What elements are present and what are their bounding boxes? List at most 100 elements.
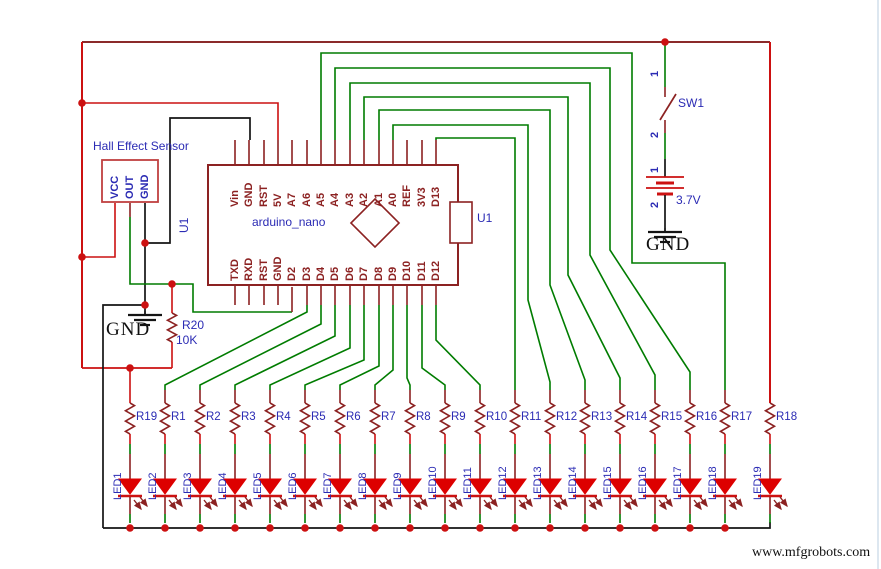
led-arrow: [419, 496, 428, 508]
led-triangle: [503, 478, 527, 495]
ground-symbol-right: [648, 228, 682, 244]
resistor-label-R2: R2: [206, 411, 221, 423]
led-triangle: [468, 478, 492, 495]
ground-wires: [102, 117, 771, 529]
led-label-LED2: LED2: [147, 472, 159, 500]
resistor-label-R5: R5: [311, 411, 326, 423]
arduino-nano[interactable]: [207, 164, 473, 286]
switch-SW1[interactable]: [659, 42, 677, 159]
ground-right-label: GND: [646, 234, 691, 255]
led-triangle: [118, 478, 142, 495]
led-arrow: [413, 499, 422, 511]
junction-dot: [616, 524, 624, 532]
arduino-top-pin-A0: A0: [387, 192, 399, 207]
arduino-bottom-pin-D12: D12: [430, 260, 442, 281]
usb-connector: [449, 201, 473, 244]
resistor-label-R10: R10: [486, 411, 508, 423]
column-LED4[interactable]: [223, 390, 253, 532]
junction-dot: [511, 524, 519, 532]
junction-dot: [546, 524, 554, 532]
column-LED13[interactable]: [538, 390, 568, 532]
battery-3v7[interactable]: [646, 159, 684, 228]
led-triangle: [293, 478, 317, 495]
junction-dot: [141, 301, 149, 309]
led-arrow: [664, 496, 673, 508]
column-LED1[interactable]: [118, 402, 148, 532]
column-LED11[interactable]: [468, 390, 498, 532]
arduino-bottom-pin-D10: D10: [401, 260, 413, 281]
led-triangle: [433, 478, 457, 495]
led-triangle: [713, 478, 737, 495]
arduino-top-pin-A7: A7: [286, 192, 298, 207]
led-arrow: [448, 499, 457, 511]
junction-dot: [126, 364, 134, 372]
led-arrow: [314, 496, 323, 508]
led-arrow: [238, 499, 247, 511]
junction-dot: [581, 524, 589, 532]
junction-dot: [476, 524, 484, 532]
column-LED3[interactable]: [188, 390, 218, 532]
junction-dot: [406, 524, 414, 532]
led-arrow: [524, 496, 533, 508]
hall-effect-sensor[interactable]: [101, 159, 159, 203]
led-arrow: [349, 496, 358, 508]
page-edge: [877, 0, 879, 569]
junction-dot: [336, 524, 344, 532]
column-LED10[interactable]: [433, 390, 463, 532]
led-arrow: [629, 496, 638, 508]
power-rails: [81, 41, 771, 403]
led-arrow: [168, 499, 177, 511]
led-label-LED4: LED4: [217, 472, 229, 500]
led-triangle: [223, 478, 247, 495]
pullup-resistor-R20[interactable]: [165, 312, 179, 343]
hall-sensor-label: Hall Effect Sensor: [93, 139, 189, 153]
chip-icon: [349, 197, 401, 249]
arduino-top-pin-A6: A6: [301, 192, 313, 207]
hall-out-wire: [129, 203, 293, 313]
column-LED17[interactable]: [678, 390, 708, 532]
led-triangle: [608, 478, 632, 495]
column-LED2[interactable]: [153, 390, 183, 532]
junction-dot: [168, 280, 176, 288]
column-LED18[interactable]: [713, 390, 743, 532]
resistor-label-R7: R7: [381, 411, 396, 423]
led-arrow: [699, 496, 708, 508]
led-label-LED13: LED13: [532, 466, 544, 500]
column-LED15[interactable]: [608, 390, 638, 532]
led-label-LED8: LED8: [357, 472, 369, 500]
column-LED9[interactable]: [398, 390, 428, 532]
arduino-label: arduino_nano: [252, 215, 326, 229]
junction-dot: [371, 524, 379, 532]
column-LED8[interactable]: [363, 390, 393, 532]
column-LED12[interactable]: [503, 390, 533, 532]
arduino-bottom-pin-D11: D11: [416, 261, 428, 281]
junction-dot: [196, 524, 204, 532]
column-LED19[interactable]: [758, 402, 788, 523]
resistor-label-R11: R11: [521, 411, 542, 423]
resistor-label-R6: R6: [346, 411, 361, 423]
led-arrow: [483, 499, 492, 511]
led-arrow: [133, 499, 142, 511]
led-label-LED14: LED14: [567, 466, 579, 500]
junction-dot: [651, 524, 659, 532]
arduino-bottom-pin-RST: RST: [258, 259, 270, 281]
resistor-label-R18: R18: [776, 411, 798, 423]
hall-pin-OUT: OUT: [124, 175, 136, 199]
arduino-top-pin-A5: A5: [315, 192, 327, 207]
led-arrow: [279, 496, 288, 508]
column-LED7[interactable]: [328, 390, 358, 532]
resistor-label-R4: R4: [276, 411, 291, 423]
column-LED14[interactable]: [573, 390, 603, 532]
signal-buses-top: [320, 52, 726, 390]
arduino-bottom-pin-RXD: RXD: [243, 257, 255, 281]
switch-pin2-label: 2: [649, 131, 661, 138]
junction-dot: [78, 253, 86, 261]
column-LED5[interactable]: [258, 390, 288, 532]
column-LED6[interactable]: [293, 390, 323, 532]
junction-dot: [161, 524, 169, 532]
led-triangle: [538, 478, 562, 495]
led-arrow: [553, 499, 562, 511]
column-LED16[interactable]: [643, 390, 673, 532]
